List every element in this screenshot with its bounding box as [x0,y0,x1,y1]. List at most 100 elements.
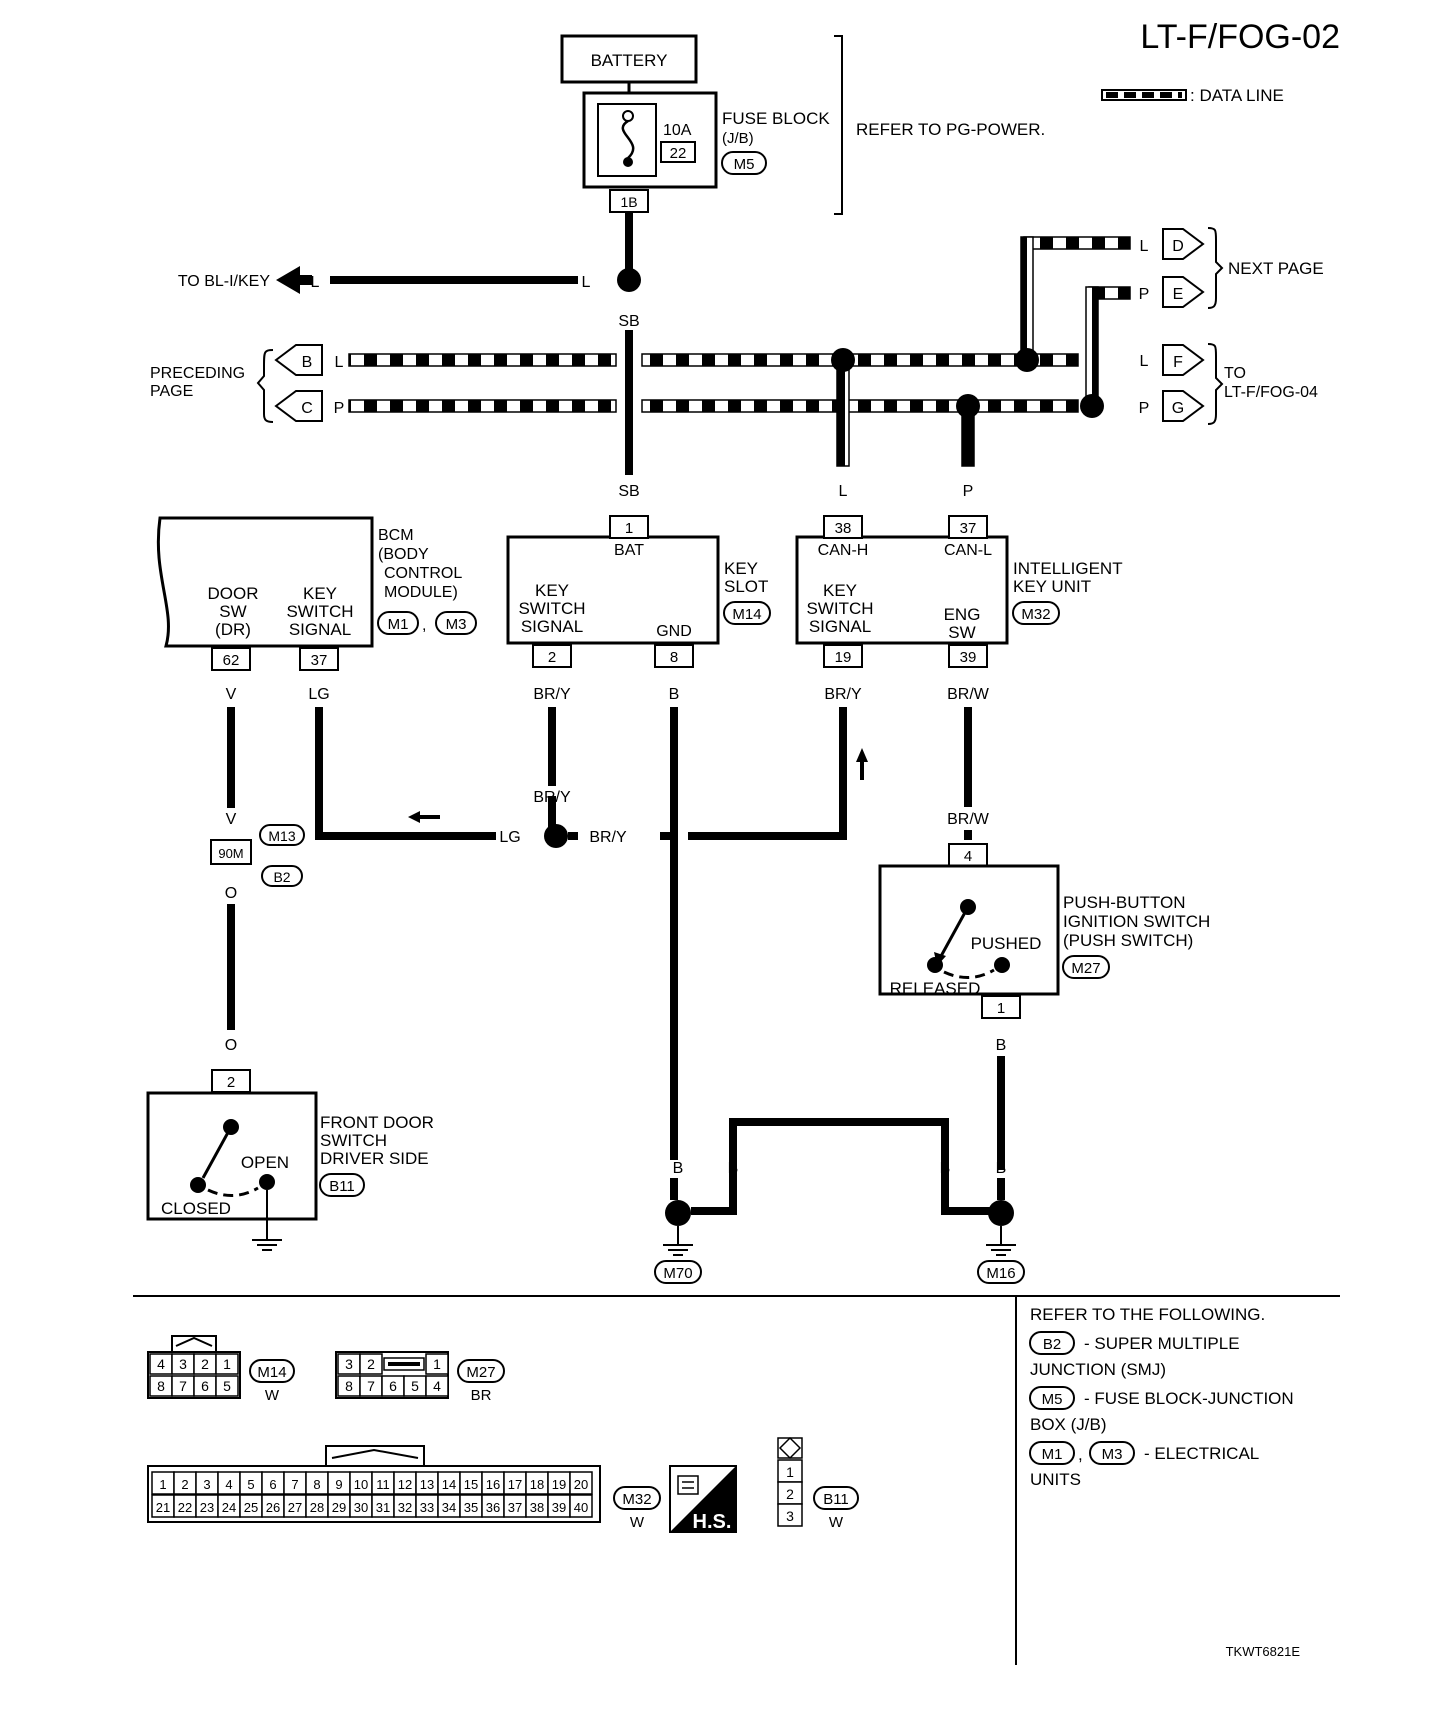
splice-key-switch [544,824,568,848]
pin-number: 37 [508,1500,522,1515]
refer-m3-code: M3 [1102,1446,1123,1463]
signal-arrow-left-icon [408,811,440,823]
bcm-key-switch-1: KEY [303,584,337,603]
pin-number: 4 [157,1356,165,1372]
pin-number: 35 [464,1500,478,1515]
joint-pin: 90M [218,846,243,861]
refer-b2-text1: - SUPER MULTIPLE [1084,1334,1240,1353]
fuse-terminal-label: 1B [620,194,637,210]
pin-number: 17 [508,1477,522,1492]
push-switch-pin-bottom: 1 [997,1000,1005,1017]
pin-number: 5 [411,1378,419,1394]
ground-m16-badge [977,1260,1025,1284]
bcm-connector-m1-label: M1 [388,616,409,633]
fuse-refer-note: REFER TO PG-POWER. [856,120,1045,139]
key-slot-signal-2: SWITCH [518,599,585,618]
iku-name-2: KEY UNIT [1013,577,1091,596]
connector-m32-color: W [630,1514,645,1531]
connector-b11-badge [813,1486,859,1510]
wire-label-B-m16-b: B [996,1160,1007,1177]
pin-number: 16 [486,1477,500,1492]
wire-label-O-top: O [225,885,237,902]
bcm-door-sw-1: DOOR [208,584,259,603]
fuse-connector-label: M5 [734,156,755,173]
refer-m5-code: M5 [1042,1391,1063,1408]
door-switch-name-1: FRONT DOOR [320,1113,434,1132]
pin-number: 7 [367,1378,375,1394]
pin-number: 5 [223,1378,231,1394]
iku-signal-2: SWITCH [806,599,873,618]
data-line-legend-label: : DATA LINE [1190,86,1284,105]
pin-number: 8 [345,1378,353,1394]
pin-number: 21 [156,1500,170,1515]
flag-G-label: G [1172,400,1184,417]
pin-number: 3 [179,1356,187,1372]
pin-number: 25 [244,1500,258,1515]
bcm-name-4: MODULE) [384,584,458,601]
pin-number: 5 [247,1477,254,1492]
pin-number: 32 [398,1500,412,1515]
pin-number: 4 [225,1477,232,1492]
flag-C-label: C [301,400,313,417]
connector-view-b11: 123 [777,1436,803,1527]
flag-E-label: E [1173,286,1184,303]
key-slot-signal-1: KEY [535,581,569,600]
connector-m27-color: BR [471,1387,492,1404]
pin-number: 34 [442,1500,456,1515]
flag-B-label: B [302,354,313,371]
door-switch-name-2: SWITCH [320,1131,387,1150]
wire-label-BRY-iku: BR/Y [824,686,862,703]
pin-number: 3 [786,1508,794,1524]
wire-label-B-m16-a: B [940,1160,951,1177]
door-switch-open: OPEN [241,1153,289,1172]
bcm-door-sw-2: SW [219,602,246,621]
key-slot-pin-sig: 2 [548,649,556,666]
iku-signal-1: KEY [823,581,857,600]
pin-number: 9 [335,1477,342,1492]
pin-number: 14 [442,1477,456,1492]
bcm-connector-comma: , [422,617,426,634]
signal-arrow-up-icon [856,748,868,780]
iku-pin-canh: 38 [835,520,852,537]
push-switch-pin-top: 4 [964,848,972,865]
refer-m1-text2: UNITS [1030,1470,1081,1489]
pin-number: 26 [266,1500,280,1515]
pin-number: 3 [203,1477,210,1492]
pin-number: 6 [201,1378,209,1394]
refer-m5-text2: BOX (J/B) [1030,1415,1107,1434]
door-switch-ground-icon [252,1190,282,1251]
pin-number: 31 [376,1500,390,1515]
pin-number: 19 [552,1477,566,1492]
connector-m27-badge [457,1359,505,1383]
key-slot-pin-bat: 1 [625,520,633,537]
wire-label-L-splice: L [582,274,591,291]
wire-label-L-left: L [311,274,320,291]
push-switch-released: RELEASED [890,979,981,998]
pin-number: 2 [367,1356,375,1372]
pin-number: 2 [181,1477,188,1492]
wire-label-B-keyslot: B [669,686,680,703]
pin-number: 38 [530,1500,544,1515]
wire-label-V-joint: V [226,811,237,828]
push-switch-name-1: PUSH-BUTTON [1063,893,1185,912]
bcm-connector-m3-label: M3 [446,616,467,633]
preceding-page-label-1: PRECEDING [150,365,245,382]
joint-connector-b2-label: B2 [273,869,290,885]
bcm-connector-m1 [377,611,419,635]
flag-D-label: D [1172,238,1184,255]
pin-number: 11 [376,1477,390,1492]
pin-number: 39 [552,1500,566,1515]
pin-number: 8 [157,1378,165,1394]
pin-number: 24 [222,1500,236,1515]
pin-number: 15 [464,1477,478,1492]
key-slot-pin-gnd: 8 [670,649,678,666]
connector-m27-id: M27 [466,1364,495,1381]
ground-m70-icon [663,1226,693,1256]
joint-connector-m13 [259,824,305,846]
bcm-connector-m3 [435,611,477,635]
pin-number: 23 [200,1500,214,1515]
pin-number: 1 [433,1356,441,1372]
harness-side-icon: H.S. [669,1465,737,1533]
key-slot-connector-label: M14 [732,606,761,623]
